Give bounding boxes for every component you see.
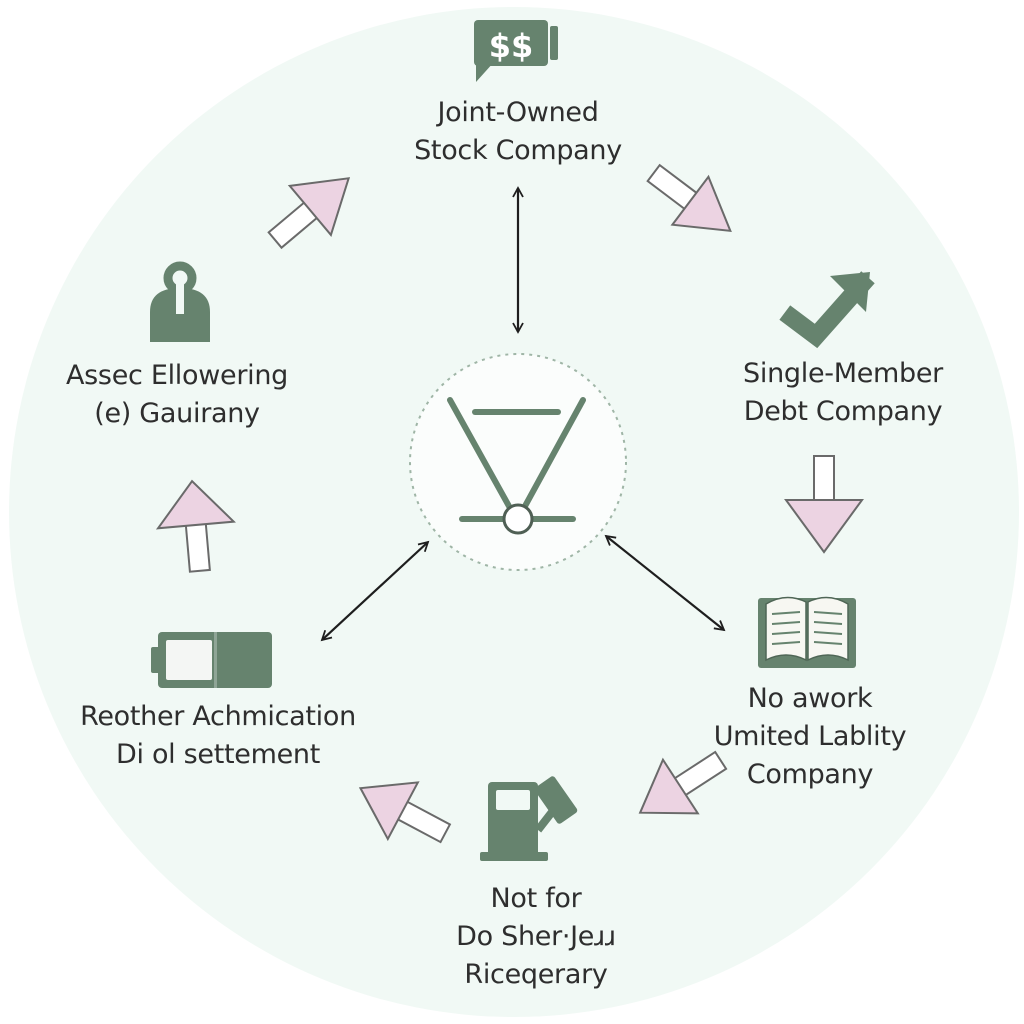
battery-icon bbox=[151, 632, 272, 688]
connector-right bbox=[604, 534, 726, 632]
money-sign-icon: $$ bbox=[474, 20, 558, 82]
open-book-icon bbox=[758, 596, 856, 668]
svg-text:$$: $$ bbox=[489, 27, 534, 65]
connectors bbox=[320, 186, 726, 642]
arrow-bottom-left bbox=[358, 781, 452, 844]
padlock-icon bbox=[150, 261, 210, 342]
fuel-pump-icon bbox=[480, 776, 578, 861]
checkmark-icon bbox=[779, 271, 875, 349]
balance-scale-icon bbox=[447, 397, 586, 535]
label-not-for-shareholders: Not for Do Sher·Jeɹɹ Riceqerary bbox=[456, 883, 616, 990]
arrow-bottom-right bbox=[638, 750, 728, 815]
arrow-right bbox=[784, 455, 864, 554]
arrow-left bbox=[155, 479, 236, 573]
label-single-member-debt-company: Single-Member Debt Company bbox=[743, 358, 943, 427]
label-reother-achmication: Reother Achmication Di ol settement bbox=[80, 701, 356, 770]
label-limited-liability-company: No awork Umited Lablity Company bbox=[713, 683, 907, 790]
center-hub bbox=[409, 353, 627, 571]
label-assec-ellowering: Assec Ellowering (e) Gauirany bbox=[66, 360, 288, 429]
connector-left bbox=[320, 540, 430, 642]
arrow-top-left bbox=[267, 177, 351, 250]
arrow-top-right bbox=[646, 163, 732, 233]
label-joint-owned-stock-company: Joint-Owned Stock Company bbox=[414, 97, 622, 166]
